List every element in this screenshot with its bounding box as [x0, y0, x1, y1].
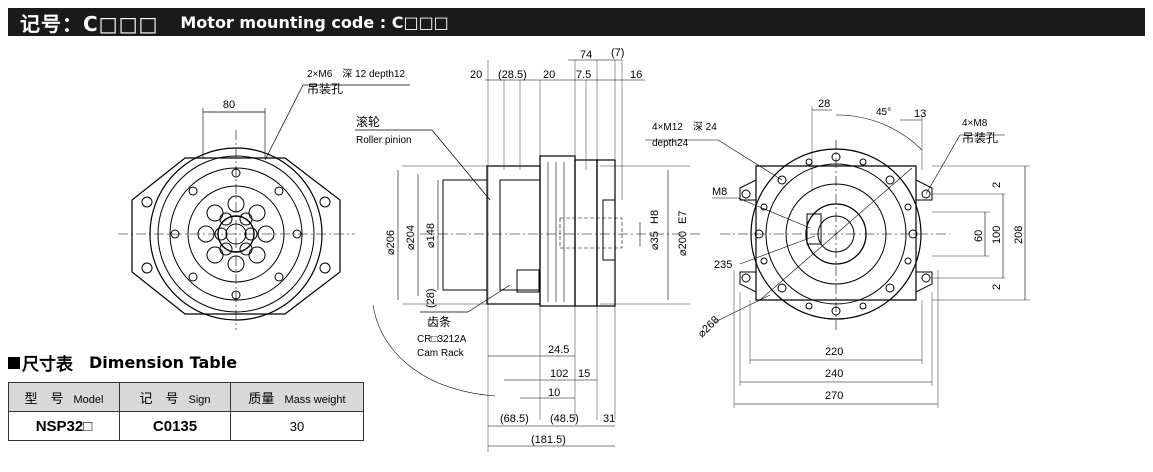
- right-dim-208: 208: [1013, 226, 1025, 244]
- cell-mass: 30: [230, 411, 364, 441]
- left-tap-spec: 2×M6 深 12 depth12: [307, 68, 406, 80]
- right-tap-depth: depth24: [652, 138, 689, 149]
- right-angle-45: 45°: [876, 107, 891, 118]
- middle-view: [355, 59, 700, 452]
- right-dim-240: 240: [825, 368, 843, 380]
- right-dim-2-bottom: 2: [991, 284, 1003, 290]
- header-title-cn: 记号：C□□□: [20, 11, 159, 36]
- mid-dim-15: 15: [578, 368, 590, 380]
- right-tap-m8: 4×M8: [962, 118, 988, 129]
- mid-dia-204: ⌀204: [405, 225, 417, 250]
- rack-label-cn: 齿条: [427, 315, 451, 329]
- col-sign-en: Sign: [188, 393, 211, 406]
- mid-dim-10: 10: [548, 387, 560, 399]
- mid-top-dim-28-5: (28.5): [498, 69, 527, 81]
- right-bolt-ring: [754, 152, 918, 316]
- right-view: [645, 106, 1030, 408]
- left-view: [118, 84, 410, 330]
- pinion-label-en: Roller pinion: [356, 135, 412, 146]
- cell-sign: C0135: [119, 411, 231, 441]
- rack-model: CR□3212A: [417, 334, 467, 345]
- right-dim-60: 60: [973, 230, 985, 242]
- right-dim-13: 13: [914, 108, 926, 120]
- mid-dim-28: (28): [425, 288, 437, 308]
- mid-dia-35: ⌀35: [649, 231, 661, 250]
- col-sign-header: 记 号 Sign: [119, 382, 231, 412]
- pinion-label-cn: 滚轮: [356, 114, 380, 129]
- mid-dia-206: ⌀206: [385, 230, 397, 255]
- table-row: NSP32□ C0135 30: [8, 411, 364, 441]
- mid-dim-24-5: 24.5: [548, 344, 569, 356]
- mid-dim-102: 102: [550, 368, 568, 380]
- col-model-en: Model: [73, 393, 104, 406]
- section-header: 记号：C□□□ Motor mounting code : C□□□: [8, 8, 1145, 36]
- right-tap-cn: 吊装孔: [962, 131, 998, 145]
- cell-model: NSP32□: [8, 411, 120, 441]
- mid-top-dim-7: (7): [611, 47, 624, 59]
- mid-dia-200: ⌀200: [677, 231, 689, 256]
- right-dia-268: ⌀268: [696, 314, 722, 340]
- right-dim-28: 28: [818, 98, 830, 110]
- dimension-table: 型 号 Model 记 号 Sign 质量 Mass weight NSP32□ C0…: [8, 382, 364, 441]
- right-m8-label: M8: [712, 186, 727, 198]
- header-title-en: Motor mounting code : C□□□: [180, 12, 449, 32]
- dimension-table-title-cn: 尺寸表: [22, 355, 73, 375]
- rack-label-en: Cam Rack: [417, 348, 465, 359]
- mid-top-dim-20b: 20: [543, 69, 555, 81]
- square-bullet-icon: [8, 356, 20, 369]
- mid-dim-68-5: (68.5): [500, 413, 529, 425]
- right-dim-270: 270: [825, 390, 843, 402]
- left-dim-80: 80: [223, 99, 235, 111]
- mid-top-dim-74: 74: [580, 49, 592, 61]
- right-dim-220: 220: [825, 346, 843, 358]
- dimension-table-title: 尺寸表 Dimension Table: [8, 350, 237, 375]
- mid-dim-181-5: (181.5): [531, 434, 566, 446]
- right-dim-100: 100: [991, 226, 1003, 244]
- mid-dia-148: ⌀148: [425, 223, 437, 248]
- right-dim-2-top: 2: [991, 182, 1003, 188]
- col-mass-en: Mass weight: [284, 393, 346, 406]
- col-mass-header: 质量 Mass weight: [230, 382, 364, 412]
- dimension-table-title-en: Dimension Table: [89, 353, 238, 372]
- mid-h8: H8: [649, 210, 661, 224]
- left-tap-cn: 吊装孔: [307, 82, 343, 96]
- mid-dim-31: 31: [603, 413, 615, 425]
- col-model-header: 型 号 Model: [8, 382, 120, 412]
- mid-top-dim-20a: 20: [470, 69, 482, 81]
- right-dim-235: 235: [714, 259, 732, 271]
- col-model-cn: 型 号: [24, 390, 64, 406]
- mid-dim-48-5: (48.5): [550, 413, 579, 425]
- right-tap-spec: 4×M12 深 24: [652, 121, 717, 133]
- mid-top-dim-7-5: 7.5: [576, 69, 591, 81]
- col-mass-cn: 质量: [248, 390, 275, 406]
- mid-e7: E7: [677, 211, 689, 224]
- table-header-row: 型 号 Model 记 号 Sign 质量 Mass weight: [8, 382, 364, 412]
- mid-top-dim-16: 16: [630, 69, 642, 81]
- col-sign-cn: 记 号: [139, 390, 179, 406]
